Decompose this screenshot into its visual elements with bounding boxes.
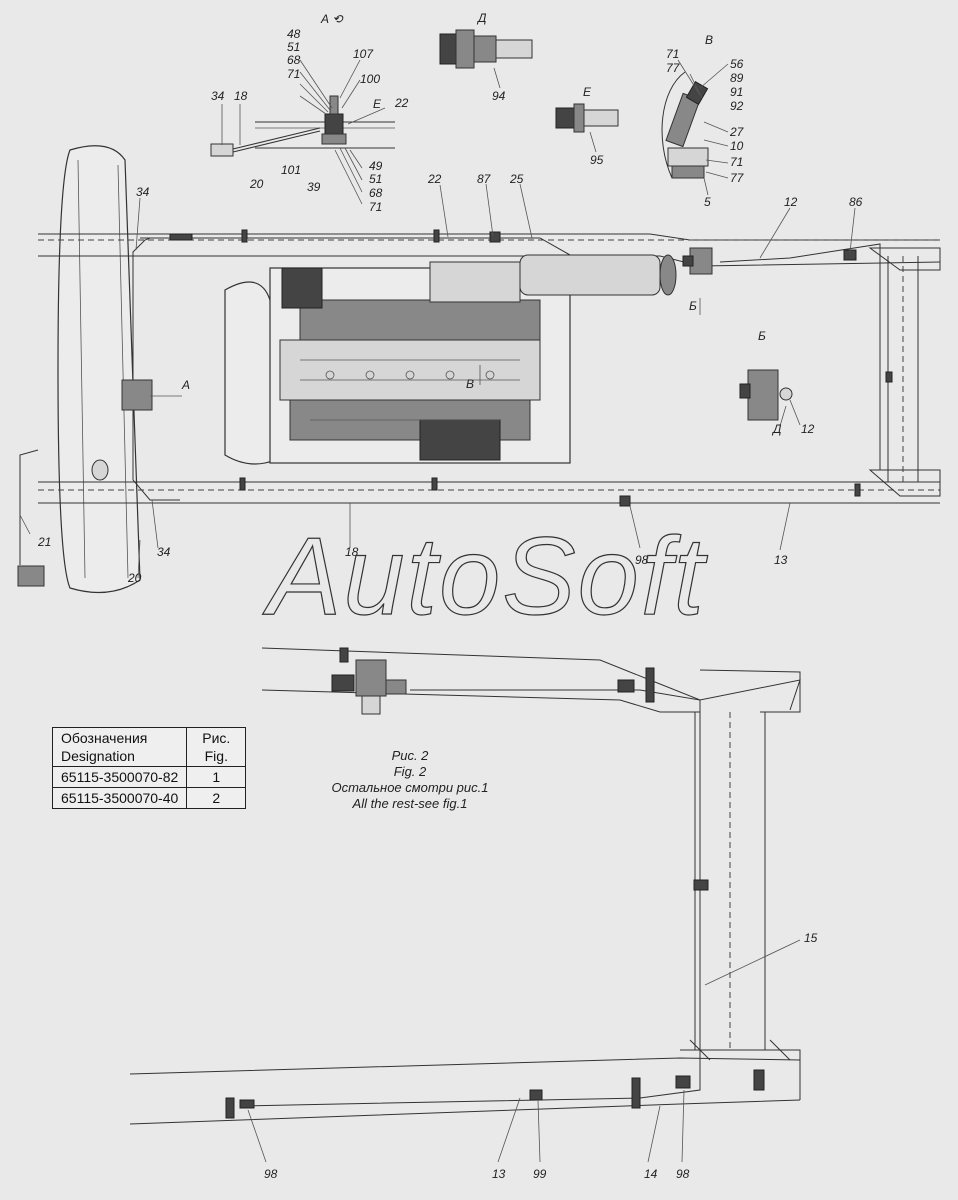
- svg-text:99: 99: [533, 1167, 547, 1181]
- header-designation: Обозначения Designation: [51, 727, 188, 767]
- svg-text:21: 21: [37, 535, 51, 549]
- svg-text:20: 20: [127, 571, 142, 585]
- svg-text:71: 71: [730, 155, 743, 169]
- table-row: 65115-3500070-82 1: [51, 766, 247, 788]
- svg-text:77: 77: [730, 171, 745, 185]
- svg-text:87: 87: [477, 172, 492, 186]
- svg-text:20: 20: [249, 177, 264, 191]
- row-designation: 65115-3500070-82: [51, 766, 188, 788]
- designation-table: Обозначения Designation Рис. Fig. 65115-…: [51, 727, 247, 809]
- row-fig: 1: [186, 766, 247, 788]
- header-fig: Рис. Fig.: [186, 727, 247, 767]
- svg-text:68: 68: [369, 186, 383, 200]
- svg-text:10: 10: [730, 139, 744, 153]
- svg-text:14: 14: [644, 1167, 658, 1181]
- svg-text:98: 98: [676, 1167, 690, 1181]
- svg-text:Д: Д: [771, 422, 782, 436]
- svg-text:А: А: [181, 378, 190, 392]
- svg-text:В: В: [466, 377, 474, 391]
- svg-text:71: 71: [666, 47, 679, 61]
- svg-text:39: 39: [307, 180, 321, 194]
- view-a-label: А ⟲: [320, 12, 344, 26]
- svg-text:49: 49: [369, 159, 383, 173]
- svg-text:13: 13: [492, 1167, 506, 1181]
- svg-text:100: 100: [360, 72, 380, 86]
- view-e-label: Е: [583, 85, 592, 99]
- front-wheel: [57, 145, 141, 594]
- svg-text:48: 48: [287, 27, 301, 41]
- figure-caption: Рис. 2 Fig. 2 Остальное смотри рис.1 All…: [300, 748, 520, 812]
- view-d-label: Д: [476, 11, 487, 25]
- svg-text:18: 18: [234, 89, 248, 103]
- table-header-row: Обозначения Designation Рис. Fig.: [51, 727, 247, 767]
- svg-text:101: 101: [281, 163, 301, 177]
- chassis-plan-view: 22 87 25 12 86 34 А В Б Б Д 12 21 34 20 …: [17, 145, 941, 594]
- svg-text:25: 25: [509, 172, 524, 186]
- watermark: AutoSoft: [262, 515, 708, 638]
- header-designation-text: Обозначения Designation: [61, 730, 148, 764]
- svg-text:12: 12: [801, 422, 815, 436]
- svg-text:107: 107: [353, 47, 374, 61]
- row-fig: 2: [186, 787, 247, 809]
- table-row: 65115-3500070-40 2: [51, 787, 247, 809]
- svg-text:5: 5: [704, 195, 711, 209]
- svg-text:Е: Е: [373, 97, 382, 111]
- svg-text:51: 51: [287, 40, 300, 54]
- svg-text:Б: Б: [689, 299, 697, 313]
- svg-text:Б: Б: [758, 329, 766, 343]
- svg-text:68: 68: [287, 53, 301, 67]
- svg-text:13: 13: [774, 553, 788, 567]
- detail-view-v: В 71 77 56 89 91 92 27 10 71 77 5: [661, 33, 745, 209]
- svg-text:22: 22: [394, 96, 409, 110]
- part-95-label: 95: [590, 153, 604, 167]
- svg-text:12: 12: [784, 195, 798, 209]
- svg-text:18: 18: [345, 545, 359, 559]
- svg-text:51: 51: [369, 172, 382, 186]
- svg-text:71: 71: [287, 67, 300, 81]
- part-94-label: 94: [492, 89, 506, 103]
- rear-frame-detail: 15 98 13 99 14 98: [129, 647, 818, 1181]
- svg-text:34: 34: [157, 545, 171, 559]
- svg-text:22: 22: [427, 172, 442, 186]
- svg-text:27: 27: [729, 125, 745, 139]
- svg-text:34: 34: [211, 89, 225, 103]
- svg-text:98: 98: [635, 553, 649, 567]
- caption-line-ru-rest: Остальное смотри рис.1: [331, 780, 489, 795]
- svg-text:71: 71: [369, 200, 382, 214]
- view-v-label: В: [705, 33, 713, 47]
- svg-text:15: 15: [804, 931, 818, 945]
- svg-text:98: 98: [264, 1167, 278, 1181]
- caption-line-ru-fig: Рис. 2: [391, 748, 429, 763]
- svg-text:92: 92: [730, 99, 744, 113]
- svg-text:86: 86: [849, 195, 863, 209]
- svg-text:89: 89: [730, 71, 744, 85]
- detail-view-a: А ⟲ 48 51 68 71 107 100 Е 22 34 18 20 10…: [210, 12, 409, 214]
- caption-line-en-rest: All the rest-see fig.1: [352, 796, 468, 811]
- svg-text:56: 56: [730, 57, 744, 71]
- svg-text:34: 34: [136, 185, 150, 199]
- header-fig-text: Рис. Fig.: [202, 730, 231, 764]
- caption-line-en-fig: Fig. 2: [393, 764, 427, 779]
- row-designation: 65115-3500070-40: [51, 787, 188, 809]
- svg-text:91: 91: [730, 85, 743, 99]
- detail-view-d: Д 94: [439, 11, 533, 103]
- engine: [224, 254, 677, 465]
- svg-text:77: 77: [666, 61, 681, 75]
- detail-view-e: Е 95: [555, 85, 619, 167]
